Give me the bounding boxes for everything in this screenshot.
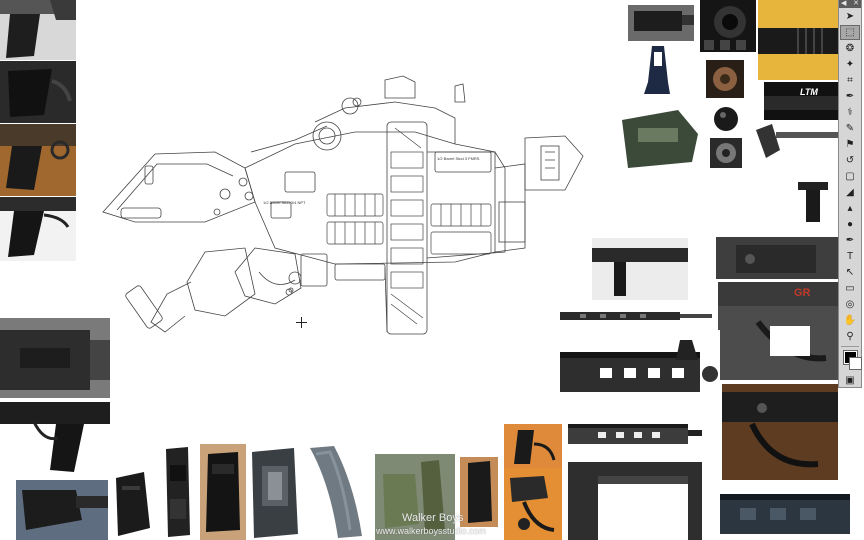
photo-upper-rail-bottom [720,484,856,540]
ltm-logo-text: LTM [800,87,818,97]
brush-tool[interactable]: ✎ [845,123,855,134]
clone-stamp-tool[interactable]: ⚑ [845,139,855,150]
crop-tool[interactable]: ⌗ [847,75,853,86]
quick-select-tool[interactable]: ✦ [845,59,855,70]
photo-bayonet-lug [618,104,700,172]
tools-panel: ◀ ✕ ➤ ⬚ ❂ ✦ ⌗ ✒ ⚕ ✎ ⚑ ↺ ▢ ◢ ▴ ● ✒ T ↖ ▭ ◎ ✋ ⚲ ▣ [838,0,862,388]
photo-handguard-rail [568,410,702,462]
tools-panel-header[interactable]: ◀ ✕ [839,0,861,8]
photo-handguard-long [560,304,712,328]
photo-gas-block [628,5,694,41]
hand-tool[interactable]: ✋ [843,315,857,326]
type-tool[interactable]: T [846,251,854,262]
rifle-line-drawing[interactable]: 1/2 Barrel Stud 3 FMRS 1/2 Barrel Stud 3… [95,72,585,342]
eyedropper-tool[interactable]: ✒ [845,91,855,102]
photo-precision-stock [0,318,110,398]
photo-lower-receiver-closeup [716,237,838,279]
drawing-label-a: 1/2 Barrel Stud 3 FMRS [437,156,480,161]
photo-pistol-grip-4 [0,197,76,261]
photo-muzzle-brake-closeup [700,0,756,52]
paint-bucket-tool[interactable]: ◢ [846,187,854,198]
blur-tool[interactable]: ▴ [847,203,853,214]
photo-trigger-guard-2 [504,468,562,540]
watermark-text: Walker Boys [402,512,464,524]
photo-grip-side [108,466,156,540]
zoom-tool[interactable]: ⚲ [846,331,854,342]
marquee-tool[interactable]: ⬚ [840,25,860,40]
3d-rotate-tool[interactable]: ◎ [845,299,855,310]
photo-nut-1 [706,60,744,98]
photo-upper-receiver [568,462,702,540]
photo-trigger-guard-1 [504,424,562,468]
photo-flash-hider-ltm: LTM [764,82,838,122]
close-icon[interactable]: ✕ [853,0,859,7]
collapse-icon[interactable]: ◀ [841,0,847,7]
color-swatches[interactable] [841,349,862,371]
watermark-url: www.walkerboysstudio.com [376,526,487,536]
photo-magazine-window [248,446,302,540]
photo-lower-receiver-grip [0,398,110,476]
dodge-tool[interactable]: ● [846,219,854,230]
move-tool[interactable]: ➤ [845,11,855,22]
photo-front-sight [640,42,674,98]
path-select-tool[interactable]: ↖ [845,267,855,278]
drawing-label-b: 1/2 Barrel Stud 3/4 NPT [263,200,306,205]
photo-bipod [752,120,838,160]
photo-magazine-black [460,457,498,527]
photo-magazines-green [375,454,455,540]
photo-magazine-pmag [200,444,246,540]
background-color-swatch[interactable] [849,357,862,370]
photo-vertical-grip-small [796,178,830,224]
photo-muzzle-thread [758,0,838,80]
tool-list: ➤ ⬚ ❂ ✦ ⌗ ✒ ⚕ ✎ ⚑ ↺ ▢ ◢ ▴ ● ✒ T ↖ ▭ ◎ ✋ ⚲ [839,9,861,344]
photo-nut-2 [710,104,742,134]
photo-pistol-grip-2 [0,61,76,123]
quick-mask-button[interactable]: ▣ [845,375,855,386]
gr-logo-text: GR [794,287,811,299]
eraser-tool[interactable]: ▢ [845,171,855,182]
pen-tool[interactable]: ✒ [845,235,855,246]
photo-lower-receiver-gr: GR [718,282,838,380]
shape-tool[interactable]: ▭ [845,283,855,294]
photo-quad-rail-front [560,330,720,406]
photo-pistol-grip-3 [0,124,76,196]
photo-pistol-grip-1 [0,0,76,60]
lasso-tool[interactable]: ❂ [845,43,855,54]
photo-collapsible-stock [16,480,108,540]
photo-lower-receiver-brown [722,384,838,480]
history-brush-tool[interactable]: ↺ [845,155,855,166]
photo-stock-rear [162,445,194,540]
photo-rail-vertical-grip [592,238,688,300]
crosshair-cursor-icon [296,315,307,328]
healing-brush-tool[interactable]: ⚕ [847,107,853,118]
photo-nut-3 [710,138,742,168]
photo-magazine-grey [304,444,370,540]
tools-separator [841,346,859,347]
